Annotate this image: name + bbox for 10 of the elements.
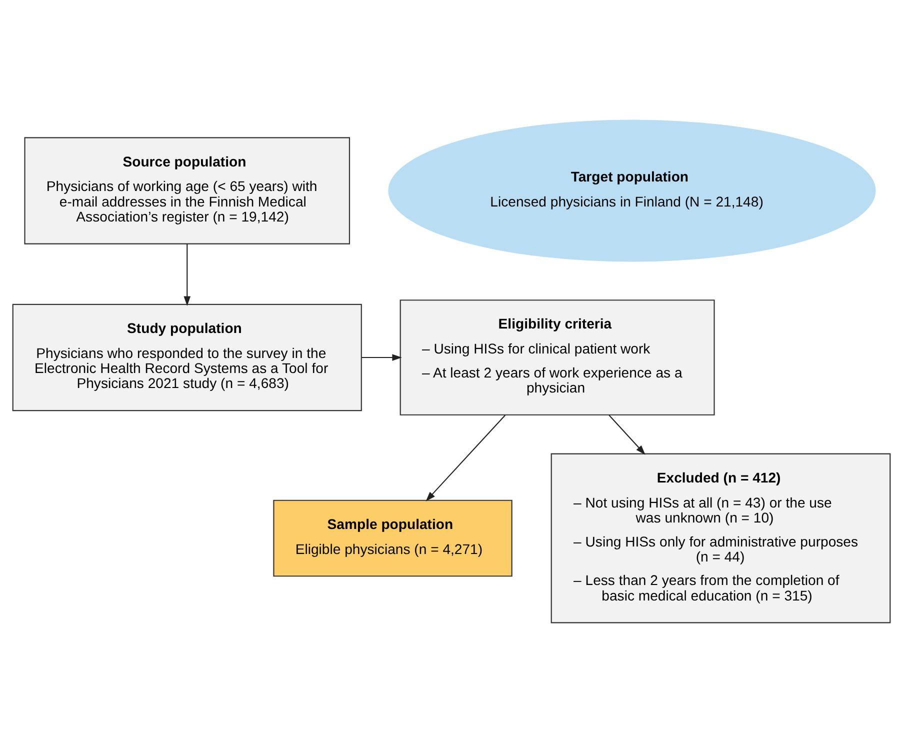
arrow [362, 354, 402, 360]
node-box: Study population Physicians who responded to the survey in the Electronic Health Record Systems as a Tool for Physicians 2021 study (n = 4,683) [12, 303, 362, 411]
arrow [184, 243, 191, 306]
arrow [426, 414, 506, 501]
arrow [608, 414, 646, 454]
node-box: Eligibility criteria – Using HISs for clinical patient work – At least 2 years of work experience as a physician [400, 299, 715, 415]
node-box: Sample population Eligible physicians (n = 4,271) [273, 499, 512, 576]
node-box: Excluded (n = 412) – Not using HISs at all (n = 43) or the use was unknown (n = 10) – Using HISs only for administrative purposes (n = 44) – Less than 2 years from the completion of basic medical education (n = 315) [550, 452, 891, 623]
node-ellipse: Target population Licensed physicians in Finland (N = 21,148) [388, 119, 876, 262]
node-box: Source population Physicians of working age (< 65 years) with e-mail addresses in the Finnish Medical Association’s register (n = 19,142) [24, 136, 350, 244]
